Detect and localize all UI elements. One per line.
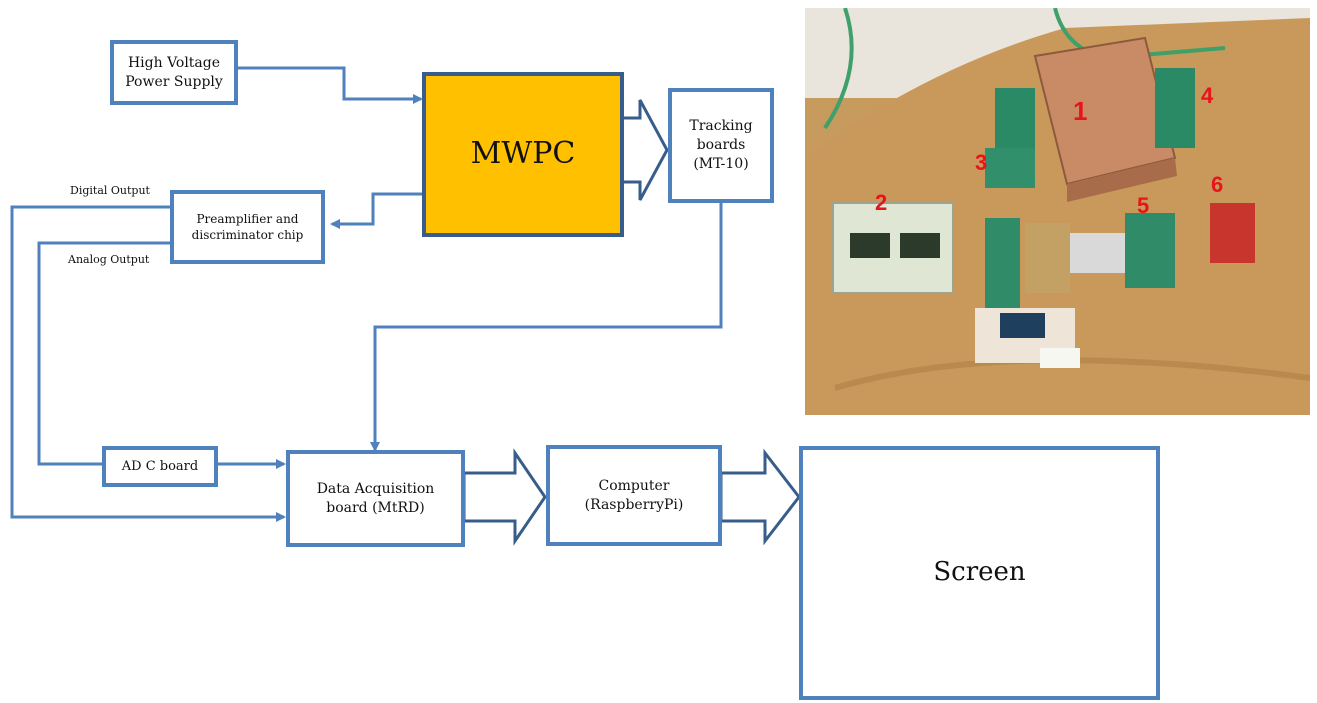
high-voltage-power-supply-box: High Voltage Power Supply xyxy=(110,40,238,105)
digital-output-label: Digital Output xyxy=(70,184,150,197)
photo-marker-1: 1 xyxy=(1073,96,1087,126)
hardware-setup-photo: 1 2 3 4 5 6 xyxy=(805,8,1310,415)
photo-marker-4: 4 xyxy=(1201,83,1214,108)
analog-output-label: Analog Output xyxy=(68,253,150,266)
mwpc-to-preamp-line xyxy=(330,192,422,229)
computer-to-screen-arrow xyxy=(719,448,801,546)
tracking-boards-box: Tracking boards (MT-10) xyxy=(668,88,774,203)
photo-marker-2: 2 xyxy=(875,190,887,215)
computer-box: Computer (RaspberryPi) xyxy=(546,445,722,546)
daq-to-computer-arrow xyxy=(462,448,547,546)
preamplifier-discriminator-box: Preamplifier and discriminator chip xyxy=(170,190,325,264)
photo-marker-6: 6 xyxy=(1211,172,1223,197)
screen-box: Screen xyxy=(799,446,1160,700)
photo-marker-5: 5 xyxy=(1137,193,1149,218)
analog-output-line xyxy=(37,241,172,466)
data-acquisition-board-box: Data Acquisition board (MtRD) xyxy=(286,450,465,547)
hv-to-mwpc-line xyxy=(237,66,423,104)
mwpc-to-tracking-arrow xyxy=(620,99,669,201)
tracking-to-daq-line xyxy=(370,202,723,452)
mwpc-box: MWPC xyxy=(422,72,624,237)
digital-output-line xyxy=(10,205,286,522)
adc-board-box: AD C board xyxy=(102,446,218,487)
photo-marker-3: 3 xyxy=(975,150,987,175)
